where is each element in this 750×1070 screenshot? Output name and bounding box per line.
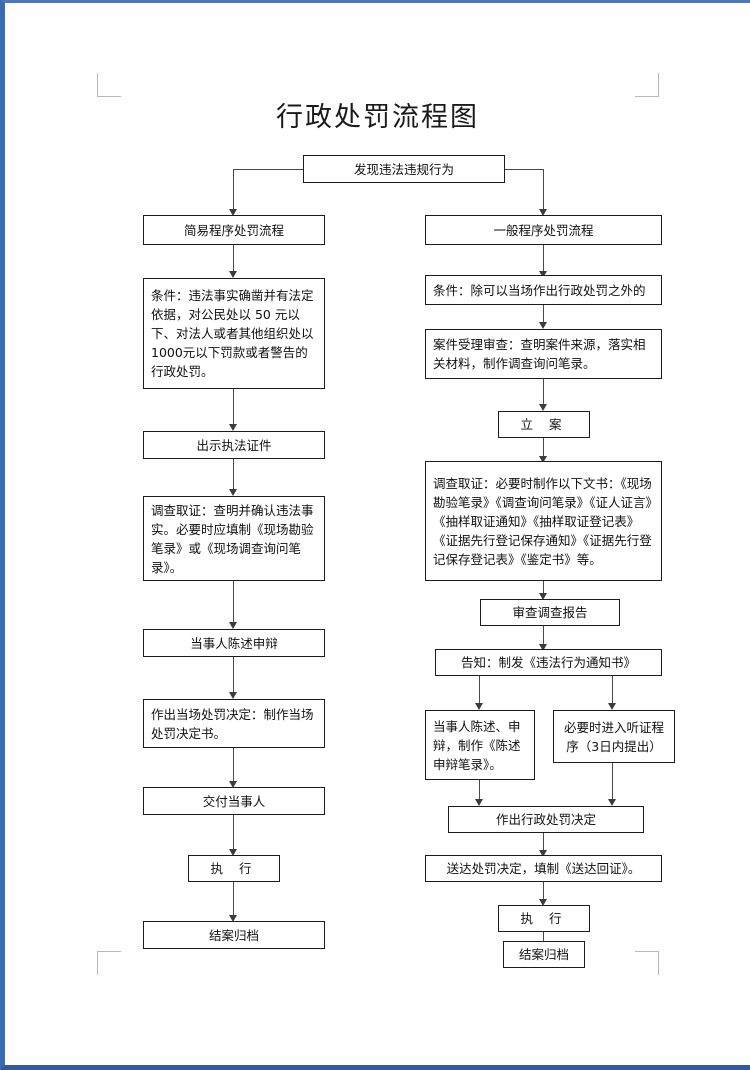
connector-start-to-left	[233, 169, 303, 171]
arrow-general-3	[539, 404, 547, 411]
node-simple-archive: 结案归档	[143, 921, 325, 949]
node-general-notice: 告知：制发《违法行为通知书》	[435, 649, 662, 676]
arrow-simple-1	[229, 271, 237, 278]
page-title: 行政处罚流程图	[276, 102, 479, 133]
arrow-general-6	[539, 644, 547, 651]
node-start: 发现违法违规行为	[303, 155, 505, 183]
arrow-parallel-left-to-decision	[475, 799, 483, 806]
crop-mark-bottom-left	[97, 951, 121, 975]
arrow-simple-5	[229, 692, 237, 699]
node-general-parallel-statement: 当事人陈述、申辩，制作《陈述申辩笔录》。	[425, 710, 535, 780]
connector-start-left-drop	[233, 169, 235, 212]
node-simple-investigation-label: 调查取证：查明并确认违法事实。必要时应填制《现场勘验笔录》或《现场调查询问笔录》…	[151, 502, 314, 575]
node-simple-execute: 执 行	[188, 855, 280, 882]
node-general-parallel-statement-label: 当事人陈述、申辩，制作《陈述申辩笔录》。	[433, 718, 521, 772]
node-general-decision: 作出行政处罚决定	[448, 806, 644, 833]
arrow-general-8	[539, 899, 547, 906]
node-simple-show-credentials-label: 出示执法证件	[196, 437, 272, 453]
connector-notice-split-left-drop	[479, 676, 481, 706]
node-general-condition-label: 条件：除可以当场作出行政处罚之外的	[433, 282, 646, 298]
connector-notice-split-right-drop	[612, 676, 614, 706]
arrow-simple-4	[229, 622, 237, 629]
crop-mark-top-left	[97, 73, 121, 97]
connector-parallel-right-to-decision	[612, 763, 614, 802]
connector-start-right-drop	[543, 169, 545, 212]
node-simple-statement: 当事人陈述申辩	[143, 629, 325, 657]
connector-general-4	[543, 438, 545, 459]
node-simple-header: 简易程序处罚流程	[143, 215, 325, 245]
connector-simple-7	[233, 815, 235, 852]
node-simple-execute-label: 执 行	[210, 861, 258, 876]
connector-general-6	[543, 626, 545, 648]
arrow-general-1	[539, 271, 547, 278]
arrow-simple-6	[229, 781, 237, 788]
node-simple-onsite-decision-label: 作出当场处罚决定：制作当场处罚决定书。	[151, 706, 314, 741]
connector-simple-1	[233, 245, 235, 274]
arrow-simple-8	[229, 915, 237, 922]
node-general-condition: 条件：除可以当场作出行政处罚之外的	[425, 275, 662, 305]
connector-general-1	[543, 245, 545, 274]
arrow-to-parallel-left	[475, 703, 483, 710]
connector-general-8	[543, 882, 545, 902]
node-general-header-label: 一般程序处罚流程	[493, 222, 594, 238]
node-general-archive-label: 结案归档	[518, 947, 569, 962]
node-general-review-report-label: 审查调查报告	[512, 605, 588, 620]
node-general-header: 一般程序处罚流程	[425, 215, 662, 245]
node-general-parallel-hearing-label: 必要时进入听证程序（3日内提出）	[563, 719, 664, 754]
connector-general-7	[543, 833, 545, 853]
arrow-general-7	[539, 850, 547, 857]
connector-simple-3	[233, 459, 235, 492]
node-general-parallel-hearing: 必要时进入听证程序（3日内提出）	[553, 710, 675, 763]
node-general-archive: 结案归档	[503, 941, 585, 968]
arrow-simple-2	[229, 424, 237, 431]
node-simple-onsite-decision: 作出当场处罚决定：制作当场处罚决定书。	[143, 699, 325, 748]
node-simple-statement-label: 当事人陈述申辩	[190, 635, 278, 651]
node-general-filing: 立 案	[498, 411, 590, 438]
node-simple-header-label: 简易程序处罚流程	[183, 222, 284, 238]
node-simple-condition: 条件：违法事实确凿并有法定依据，对公民处以 50 元以下、对法人或者其他组织处以…	[143, 278, 325, 389]
page-sheet: 行政处罚流程图 发现违法违规行为 简易程序处罚流程 条件：违法事实确凿并有法定依…	[5, 3, 750, 1065]
node-general-review-report: 审查调查报告	[480, 599, 620, 626]
node-general-execute-label: 执 行	[520, 911, 568, 926]
connector-simple-8	[233, 882, 235, 918]
connector-start-to-right	[505, 169, 544, 171]
connector-parallel-left-to-decision	[479, 780, 481, 802]
arrow-parallel-right-to-decision	[608, 799, 616, 806]
crop-mark-bottom-right	[635, 951, 659, 975]
connector-general-9	[543, 932, 545, 941]
arrow-general-4	[539, 456, 547, 463]
arrow-simple-3	[229, 489, 237, 496]
node-general-execute: 执 行	[498, 905, 590, 932]
connector-general-2	[543, 305, 545, 325]
crop-mark-top-right	[635, 73, 659, 97]
connector-simple-2	[233, 389, 235, 427]
node-general-evidence-label: 调查取证：必要时制作以下文书：《现场勘验笔录》《调查询问笔录》《证人证言》《抽样…	[433, 475, 652, 567]
connector-simple-4	[233, 581, 235, 625]
connector-general-5	[543, 581, 545, 596]
connector-simple-5	[233, 657, 235, 695]
node-general-decision-label: 作出行政处罚决定	[495, 812, 596, 827]
arrow-simple-7	[229, 849, 237, 856]
arrow-to-simple-header	[229, 209, 237, 216]
node-simple-investigation: 调查取证：查明并确认违法事实。必要时应填制《现场勘验笔录》或《现场调查询问笔录》…	[143, 496, 325, 581]
node-simple-condition-label: 条件：违法事实确凿并有法定依据，对公民处以 50 元以下、对法人或者其他组织处以…	[151, 288, 314, 379]
node-general-case-acceptance: 案件受理审查：查明案件来源，落实相关材料，制作调查询问笔录。	[425, 329, 662, 379]
arrow-general-5	[539, 593, 547, 600]
node-start-label: 发现违法违规行为	[353, 161, 454, 177]
node-simple-deliver: 交付当事人	[143, 787, 325, 815]
arrow-to-general-header	[539, 209, 547, 216]
node-general-case-acceptance-label: 案件受理审查：查明案件来源，落实相关材料，制作调查询问笔录。	[433, 337, 646, 371]
arrow-to-parallel-right	[608, 703, 616, 710]
connector-general-3	[543, 379, 545, 407]
arrow-general-2	[539, 322, 547, 329]
node-simple-archive-label: 结案归档	[208, 927, 259, 943]
connector-simple-6	[233, 748, 235, 784]
node-general-serve-decision-label: 送达处罚决定，填制《送达回证》。	[446, 861, 641, 876]
node-general-evidence: 调查取证：必要时制作以下文书：《现场勘验笔录》《调查询问笔录》《证人证言》《抽样…	[425, 461, 662, 581]
node-general-notice-label: 告知：制发《违法行为通知书》	[460, 655, 636, 670]
node-general-filing-label: 立 案	[520, 417, 568, 432]
node-simple-show-credentials: 出示执法证件	[143, 431, 325, 459]
node-general-serve-decision: 送达处罚决定，填制《送达回证》。	[425, 855, 662, 882]
node-simple-deliver-label: 交付当事人	[202, 793, 266, 809]
